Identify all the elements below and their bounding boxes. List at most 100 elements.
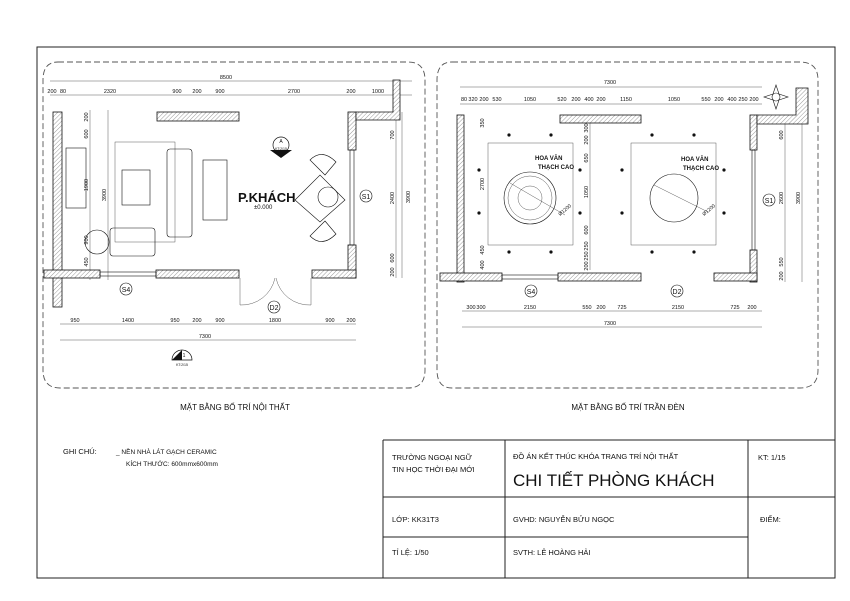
wall [456,114,465,283]
dimension-label: 200 [584,135,590,144]
window-s4 [501,274,559,280]
dimension-label: 2600 [779,192,785,204]
dimension-label: 2150 [524,305,536,311]
dimension-label: 1050 [584,186,590,198]
instructor-label: GVHD: NGUYỄN BỬU NGỌC [513,515,615,524]
svg-text:KT:2/15: KT:2/15 [275,147,287,151]
dimension-label: 200 [346,318,355,324]
door-d2 [239,277,276,306]
dimension-label: 2150 [672,305,684,311]
ceiling-panel [630,142,717,246]
downlight-icon [578,211,582,215]
downlight-icon [549,133,553,137]
school-name: TRƯỜNG NGOẠI NGỮ [392,453,473,462]
wall [557,272,642,282]
dimension-label: 200 [571,97,580,103]
notes-line: KÍCH THƯỚC: 600mmx600mm [126,459,218,468]
downlight-icon [578,168,582,172]
svg-text:S4: S4 [527,289,536,296]
tag-s4: S4 [119,282,133,296]
window-s1 [349,149,355,246]
dimension-label: 200 [192,89,201,95]
caption-furniture-plan: MẶT BẰNG BỐ TRÍ NỘI THẤT [180,402,290,412]
wall [43,269,101,279]
title-block: TRƯỜNG NGOẠI NGỮ TIN HỌC THỜI ĐẠI MỚI ĐỒ… [382,439,835,578]
downlight-icon [692,133,696,137]
dimension-label: 725 [730,305,739,311]
ceiling-panel [487,142,574,246]
dimension-label: 250 [584,241,590,250]
chair [309,220,337,242]
downlight-icon [620,168,624,172]
dimension-total: 7300 [604,80,616,86]
wall [52,111,63,308]
sheet-border [36,46,836,579]
dimension-label: 900 [84,235,90,244]
tag-s4: S4 [524,284,538,298]
dimension-total: 3900 [102,189,108,201]
gypsum-medallion [649,173,699,223]
dimension-label: 600 [84,129,90,138]
dimension-label: 200 [390,267,396,276]
downlight-icon [722,168,726,172]
elevation-marker-1[interactable]: 1 KT:2/15 [171,349,193,367]
dimension-total: 7300 [604,321,616,327]
dimension-label: 200 [747,305,756,311]
tag-d2: D2 [670,284,684,298]
dimension-label: 550 [779,257,785,266]
dimension-label: 300 [466,305,475,311]
downlight-icon [477,168,481,172]
dimension-label: 300 [584,123,590,132]
dimension-label: 600 [584,225,590,234]
tag-s1: S1 [762,193,776,207]
downlight-icon [549,250,553,254]
notes-label: GHI CHÚ: [63,447,97,456]
downlight-icon [507,133,511,137]
dimension-label: 725 [617,305,626,311]
dimension-total: 8500 [220,75,232,81]
tag-d2: D2 [267,300,281,314]
dimension-label: 1050 [524,97,536,103]
wall [559,114,642,124]
dimension-label: 1900 [84,179,90,191]
dimension-label: 450 [480,245,486,254]
downlights [477,133,726,254]
dimension-label: 530 [492,97,501,103]
section-marker-a[interactable]: A KT:2/15 [270,136,292,158]
sheet-number: KT: 1/15 [758,453,786,462]
downlight-icon [477,211,481,215]
annotation-label: HOA VĂN [535,155,562,162]
dimension-label: 80 [60,89,66,95]
sheet-title: CHI TIẾT PHÒNG KHÁCH [513,471,715,490]
dimension-label: 550 [582,305,591,311]
dimension-label: 320 [468,97,477,103]
dimension-total: 3900 [406,191,412,203]
dimension-label: 2400 [390,192,396,204]
plant-icon [763,84,789,110]
svg-text:D2: D2 [270,305,279,312]
window-s4 [99,271,157,277]
diameter-label: Ø1200 [557,203,573,217]
dimension-label: 200 [779,271,785,280]
window-s1 [751,149,756,251]
dimension-label: 1400 [122,318,134,324]
dimension-label: 950 [70,318,79,324]
dimension-label: 2320 [104,89,116,95]
svg-text:S1: S1 [765,198,774,205]
dimension-label: 650 [584,153,590,162]
level-label: ±0.000 [254,205,273,211]
annotation-label: THẠCH CAO [538,165,574,171]
dining-table [294,174,346,223]
dimension-label: 2700 [480,178,486,190]
ceiling-plan: HOA VĂN THẠCH CAO HOA VĂN THẠCH CAO Ø120… [436,61,819,389]
downlight-icon [650,250,654,254]
coffee-table [121,169,151,206]
dimension-label: 600 [390,253,396,262]
dimension-label: 700 [390,130,396,139]
dimension-label: 1150 [620,97,632,103]
downlight-icon [650,133,654,137]
dimension-label: 900 [325,318,334,324]
dimension-label: 80 [461,97,467,103]
class-label: LỚP: KK31T3 [392,515,439,524]
wall [155,269,240,279]
